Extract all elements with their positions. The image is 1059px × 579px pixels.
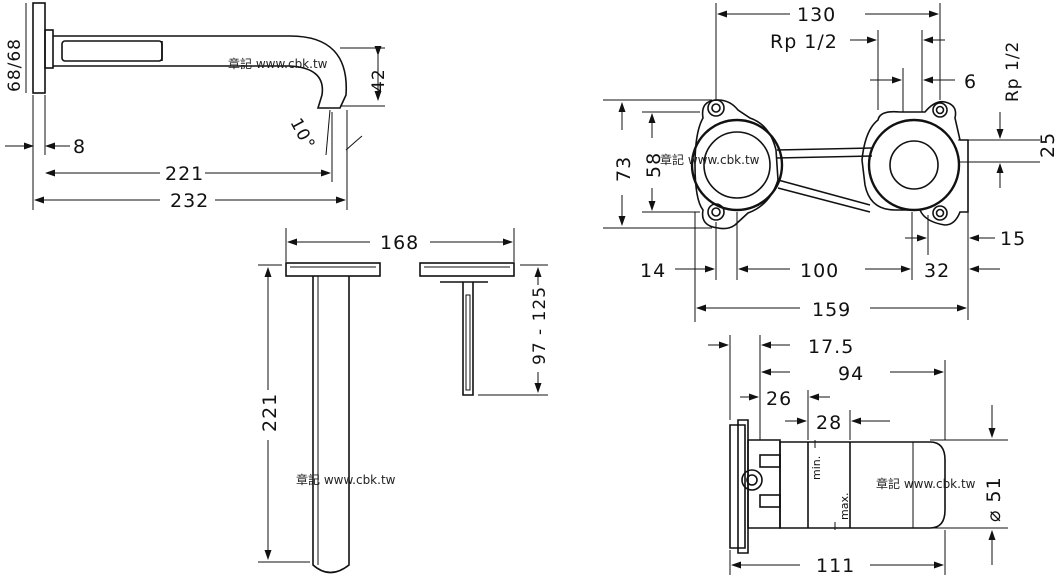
dim-h58: 58 <box>643 152 665 178</box>
dim-handle-range: 97 - 125 <box>530 286 550 365</box>
dim-width-130: 130 <box>797 4 836 26</box>
dim-total: 232 <box>170 190 209 212</box>
spout-side-view: 42 68/68 10° 8 221 232 <box>5 2 389 212</box>
dim-d26: 26 <box>766 388 792 410</box>
dim-offset: 8 <box>73 136 86 158</box>
dim-projection: 221 <box>165 163 204 185</box>
dim-six: 6 <box>964 71 977 93</box>
dim-d111: 111 <box>816 555 855 577</box>
dim-plate: 68/68 <box>5 38 25 92</box>
body-side-view: min. max. 17.5 94 26 28 ⌀ 51 <box>708 335 1008 577</box>
thread-label-a: Rp 1/2 <box>770 31 838 53</box>
dim-d28: 28 <box>816 412 842 434</box>
dim-length-221: 221 <box>259 393 281 432</box>
dim-angle: 10° <box>286 115 319 154</box>
label-max: max. <box>838 493 851 520</box>
dim-w100: 100 <box>800 260 839 282</box>
thread-label-b: Rp 1/2 <box>1003 41 1023 102</box>
dim-w32: 32 <box>924 260 950 282</box>
dim-h25: 25 <box>1037 132 1059 158</box>
spout-front-view: 168 221 97 - 125 <box>258 228 550 574</box>
label-min: min. <box>810 456 823 480</box>
dim-h15: 15 <box>1000 228 1026 250</box>
watermark-1: 章記 www.cbk.tw <box>228 56 328 71</box>
watermark-2: 章記 www.cbk.tw <box>660 152 760 167</box>
dim-width-168: 168 <box>380 232 419 254</box>
dim-w14: 14 <box>640 260 666 282</box>
watermark-4: 章記 www.cbk.tw <box>876 476 976 491</box>
dim-d94: 94 <box>838 363 864 385</box>
dim-diameter: ⌀ 51 <box>983 476 1005 522</box>
watermark-3: 章記 www.cbk.tw <box>296 472 396 487</box>
dim-h73: 73 <box>613 156 635 182</box>
body-front-view: 130 Rp 1/2 6 Rp 1/2 25 15 73 <box>603 3 1059 322</box>
dim-spout-height: 42 <box>369 68 389 92</box>
dim-w159: 159 <box>812 299 851 321</box>
dim-d17-5: 17.5 <box>808 336 854 358</box>
